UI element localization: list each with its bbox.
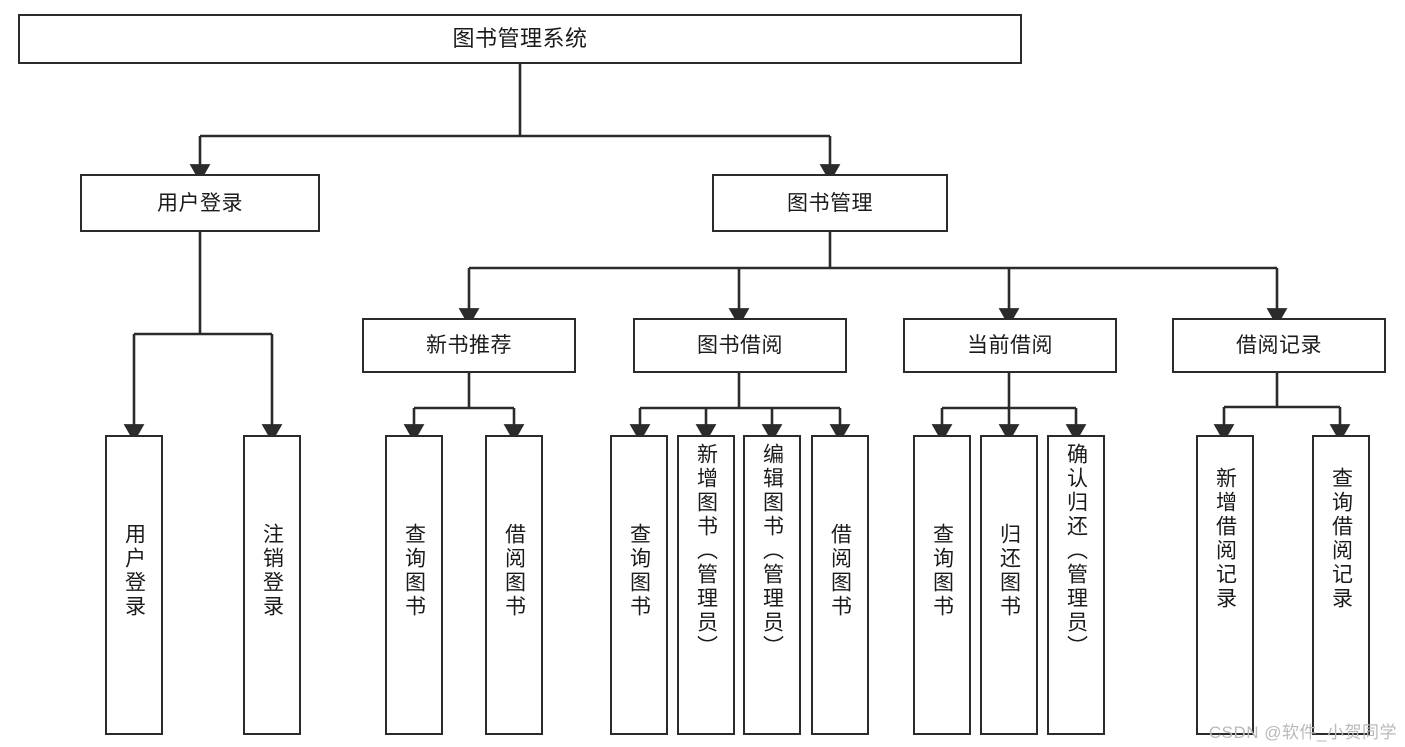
node-label: 查询图书	[402, 523, 426, 619]
node-label: 借阅图书	[502, 523, 526, 619]
leaf-add-book-admin[interactable]: 新增图书（管理员）	[677, 435, 735, 735]
leaf-query-book-recommend[interactable]: 查询图书	[385, 435, 443, 735]
node-label: 用户登录	[122, 523, 146, 619]
node-label: 归还图书	[997, 523, 1021, 619]
node-label: 用户登录	[157, 191, 243, 215]
leaf-logout[interactable]: 注销登录	[243, 435, 301, 735]
leaf-user-login[interactable]: 用户登录	[105, 435, 163, 735]
node-label: 当前借阅	[967, 334, 1053, 357]
node-root-system[interactable]: 图书管理系统	[18, 14, 1022, 64]
node-label: 图书管理	[787, 191, 873, 215]
node-label: 注销登录	[260, 523, 284, 619]
node-label: 图书借阅	[697, 334, 783, 357]
leaf-borrow-book[interactable]: 借阅图书	[811, 435, 869, 735]
node-label: 编辑图书（管理员）	[760, 443, 784, 659]
leaf-return-book[interactable]: 归还图书	[980, 435, 1038, 735]
leaf-query-book-borrow[interactable]: 查询图书	[610, 435, 668, 735]
node-new-book-recommend[interactable]: 新书推荐	[362, 318, 576, 373]
node-label: 查询借阅记录	[1329, 467, 1353, 611]
leaf-edit-book-admin[interactable]: 编辑图书（管理员）	[743, 435, 801, 735]
leaf-query-borrow-record[interactable]: 查询借阅记录	[1312, 435, 1370, 735]
node-label: 查询图书	[930, 523, 954, 619]
node-label: 确认归还（管理员）	[1064, 443, 1088, 659]
node-user-login[interactable]: 用户登录	[80, 174, 320, 232]
node-label: 新书推荐	[426, 334, 512, 357]
node-label: 图书管理系统	[452, 26, 588, 51]
node-current-borrow[interactable]: 当前借阅	[903, 318, 1117, 373]
node-borrow-record[interactable]: 借阅记录	[1172, 318, 1386, 373]
node-book-borrow[interactable]: 图书借阅	[633, 318, 847, 373]
node-book-management[interactable]: 图书管理	[712, 174, 948, 232]
leaf-confirm-return-admin[interactable]: 确认归还（管理员）	[1047, 435, 1105, 735]
node-label: 借阅图书	[828, 523, 852, 619]
node-label: 新增图书（管理员）	[694, 443, 718, 659]
csdn-watermark: CSDN @软件_小贺同学	[1208, 723, 1397, 742]
node-label: 借阅记录	[1236, 334, 1322, 357]
leaf-query-book-current[interactable]: 查询图书	[913, 435, 971, 735]
node-label: 新增借阅记录	[1213, 467, 1237, 611]
leaf-add-borrow-record[interactable]: 新增借阅记录	[1196, 435, 1254, 735]
leaf-borrow-book-recommend[interactable]: 借阅图书	[485, 435, 543, 735]
node-label: 查询图书	[627, 523, 651, 619]
